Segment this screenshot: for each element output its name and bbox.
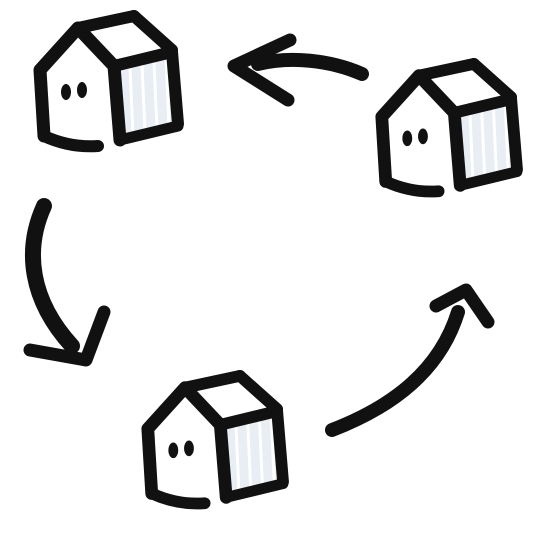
house-icon bbox=[382, 64, 517, 192]
house-icon bbox=[40, 16, 178, 146]
arrow-icon bbox=[234, 40, 362, 100]
arrow-icon bbox=[30, 206, 104, 360]
arrow-icon bbox=[332, 290, 488, 430]
house-icon bbox=[148, 376, 283, 504]
